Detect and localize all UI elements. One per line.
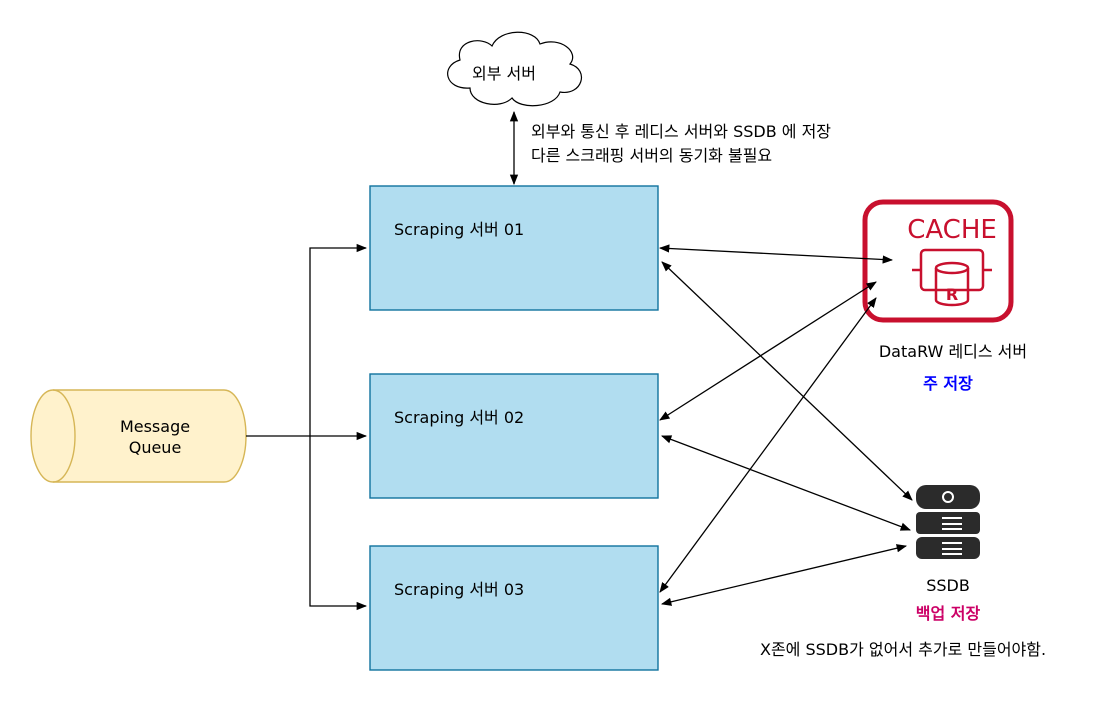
redis-cache-icon: CACHE R (862, 199, 1014, 323)
edge-server-03-cache (659, 297, 877, 593)
scraping-server-01-label: Scraping 서버 01 (394, 220, 525, 239)
external-sync-note: 외부와 통신 후 레디스 서버와 SSDB 에 저장 다른 스크래핑 서버의 동… (531, 120, 831, 168)
scraping-server-02-box (369, 373, 659, 499)
note-line-2: 다른 스크래핑 서버의 동기화 불필요 (531, 146, 773, 165)
scraping-server-01-box (369, 185, 659, 311)
queue-label-line-1: Message (119, 417, 191, 436)
edge-server-02-cache (659, 281, 877, 421)
ssdb-label: SSDB (926, 576, 970, 595)
note-line-1: 외부와 통신 후 레디스 서버와 SSDB 에 저장 (531, 122, 832, 141)
edge-queue-server-01 (309, 243, 368, 436)
edge-queue-server-03 (309, 436, 368, 611)
external-server-cloud (447, 31, 582, 107)
cache-icon-text: CACHE (907, 215, 997, 245)
ssdb-zone-note: X존에 SSDB가 없어서 추가로 만들어야함. (760, 640, 1047, 659)
edge-server-01-cache (658, 244, 894, 264)
ssdb-server-icon (916, 485, 980, 559)
scraping-server-03-box (369, 545, 659, 671)
message-queue-cylinder (30, 389, 247, 483)
external-server-label: 외부 서버 (472, 64, 536, 83)
cache-server-label: DataRW 레디스 서버 (878, 342, 1028, 361)
edge-server-02-ssdb (661, 435, 911, 531)
cache-icon-letter: R (946, 285, 958, 304)
message-queue-label: Message Queue (100, 416, 210, 458)
queue-label-line-2: Queue (128, 438, 182, 457)
scraping-server-02-label: Scraping 서버 02 (394, 408, 525, 427)
ssdb-role-label: 백업 저장 (915, 604, 981, 623)
cache-role-label: 주 저장 (923, 374, 973, 393)
scraping-server-03-label: Scraping 서버 03 (394, 580, 525, 599)
edge-server-03-ssdb (660, 544, 908, 606)
